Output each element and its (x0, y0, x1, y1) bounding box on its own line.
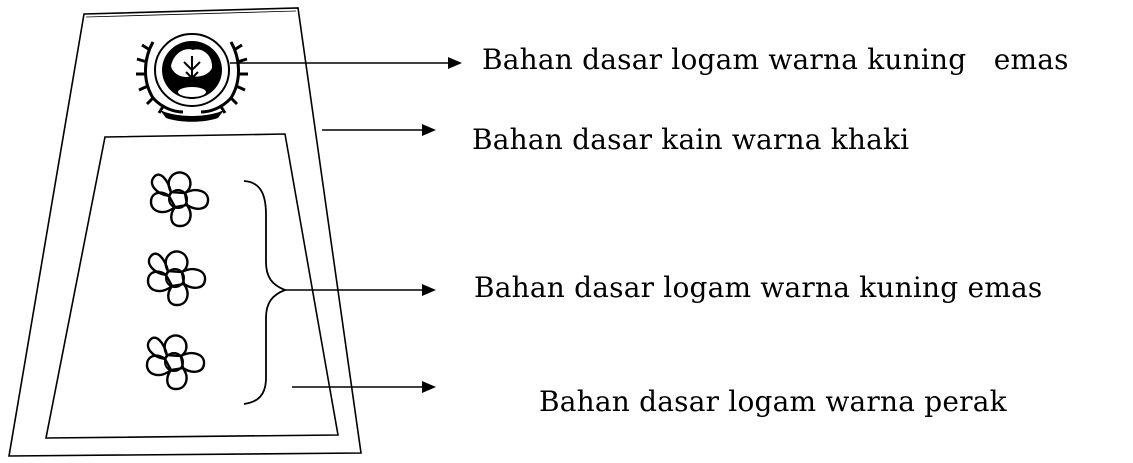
rank-flower-icon (149, 171, 210, 228)
rank-flower-icon (146, 250, 207, 307)
callout-flowers-label: Bahan dasar logam warna kuning emas (474, 271, 1043, 304)
garuda-emblem-icon (136, 33, 248, 122)
callout-arrow-2 (322, 124, 436, 136)
callout-arrow-3 (285, 284, 436, 296)
callout-fabric-label: Bahan dasar kain warna khaki (472, 123, 910, 156)
board-outline (8, 7, 362, 457)
grouping-brace (243, 180, 288, 405)
callout-emblem-label: Bahan dasar logam warna kuning emas (482, 43, 1069, 76)
callout-panel-label: Bahan dasar logam warna perak (539, 385, 1007, 418)
inner-panel (45, 133, 339, 439)
callout-arrow-4 (292, 381, 436, 393)
rank-flower-icon (145, 334, 206, 391)
callout-arrow-1 (230, 57, 462, 69)
